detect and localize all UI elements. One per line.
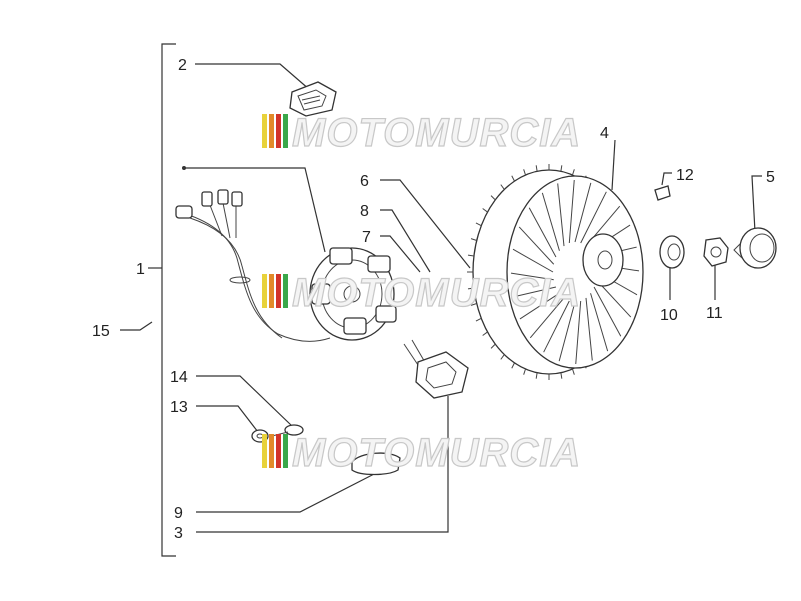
flywheel-bore [597, 250, 613, 270]
stator-assembly [309, 247, 397, 341]
cap-part-5 [733, 227, 777, 269]
plate-part-9 [351, 452, 401, 476]
flywheel-tooth [572, 169, 575, 176]
fan-blade [593, 286, 622, 337]
flywheel-tooth [511, 175, 515, 182]
watermark-bottom: MOTOMURCIA [262, 430, 581, 476]
flywheel-tooth [535, 165, 538, 172]
flywheel-tooth [490, 195, 496, 201]
fan-blade [541, 192, 560, 251]
callout-14: 14 [170, 369, 188, 386]
fan-blade [512, 248, 554, 273]
wiring-harness-part-15 [175, 189, 331, 342]
fan-blade [528, 207, 557, 258]
flywheel-tooth [470, 303, 477, 306]
watermark-stripe [269, 274, 274, 308]
callout-1: 1 [136, 261, 145, 278]
leader-lines [120, 63, 762, 533]
flywheel-tooth [475, 222, 482, 227]
fan-blade [513, 286, 557, 298]
nut-part-11 [703, 237, 729, 267]
flywheel-tooth [523, 169, 526, 176]
callout-6: 6 [360, 173, 369, 190]
flywheel-tooth [560, 165, 563, 172]
watermark-stripe [269, 114, 274, 148]
watermark-stripe [262, 274, 267, 308]
watermark-stripe [276, 274, 281, 308]
flywheel-tooth [500, 184, 505, 190]
flywheel-tooth [535, 372, 538, 379]
callout-8: 8 [360, 203, 369, 220]
fan-blade [585, 297, 593, 361]
flywheel-tooth [470, 238, 477, 241]
assembly-bracket [148, 43, 176, 557]
flywheel-tooth [467, 287, 475, 290]
callout-4: 4 [600, 125, 609, 142]
callout-3: 3 [174, 525, 183, 542]
fan-blade [590, 293, 609, 352]
washer-part-10 [659, 235, 685, 269]
flywheel-tooth [560, 372, 563, 379]
fan-blade [518, 226, 555, 265]
pickup-connector-part-3 [403, 339, 469, 399]
watermark-stripe [283, 274, 288, 308]
watermark-text: MOTOMURCIA [292, 111, 581, 155]
fan-blade [557, 183, 565, 247]
fan-blade [510, 272, 554, 281]
flywheel-tooth [482, 331, 488, 336]
flywheel-tooth [475, 317, 482, 322]
watermark-stripe [276, 434, 281, 468]
flywheel-tooth [500, 354, 505, 360]
flywheel-tooth [490, 343, 496, 349]
watermark-text: MOTOMURCIA [292, 431, 581, 475]
callout-15: 15 [92, 323, 110, 340]
fan-blade [574, 182, 592, 243]
fan-blade [580, 191, 607, 244]
key-part-12 [654, 185, 671, 201]
watermark-top: MOTOMURCIA [262, 110, 581, 156]
callout-2: 2 [178, 57, 187, 74]
watermark-text: MOTOMURCIA [292, 271, 581, 315]
fan-face [506, 175, 644, 369]
callout-labels: 2 1 15 6 8 7 4 12 5 10 11 14 13 9 3 [92, 57, 775, 542]
watermark-stripe [262, 434, 267, 468]
fan-blade [543, 300, 570, 353]
callout-7: 7 [362, 229, 371, 246]
flywheel-tooth [572, 368, 575, 375]
watermark-stripe [276, 114, 281, 148]
flywheel-hub [582, 233, 624, 287]
flywheel-tooth [482, 208, 488, 213]
callout-12: 12 [676, 167, 694, 184]
fan-blade [575, 300, 582, 365]
watermark-middle: MOTOMURCIA [262, 270, 581, 316]
flywheel-tooth [467, 254, 475, 257]
fan-blade [568, 179, 575, 244]
callout-5: 5 [766, 169, 775, 186]
connector-block-part-2 [289, 81, 337, 117]
flywheel-tooth [523, 368, 526, 375]
flywheel-fan-part-4 [467, 164, 644, 380]
callout-11: 11 [706, 305, 723, 322]
callout-10: 10 [660, 307, 678, 324]
callout-13: 13 [170, 399, 188, 416]
fan-blade [529, 297, 565, 339]
watermark-stripe [269, 434, 274, 468]
watermark-stripe [262, 114, 267, 148]
fan-blade [558, 301, 576, 362]
callout-9: 9 [174, 505, 183, 522]
fan-blade [519, 292, 560, 320]
flywheel-tooth [511, 362, 515, 369]
watermark-stripe [283, 114, 288, 148]
watermark-stripe [283, 434, 288, 468]
